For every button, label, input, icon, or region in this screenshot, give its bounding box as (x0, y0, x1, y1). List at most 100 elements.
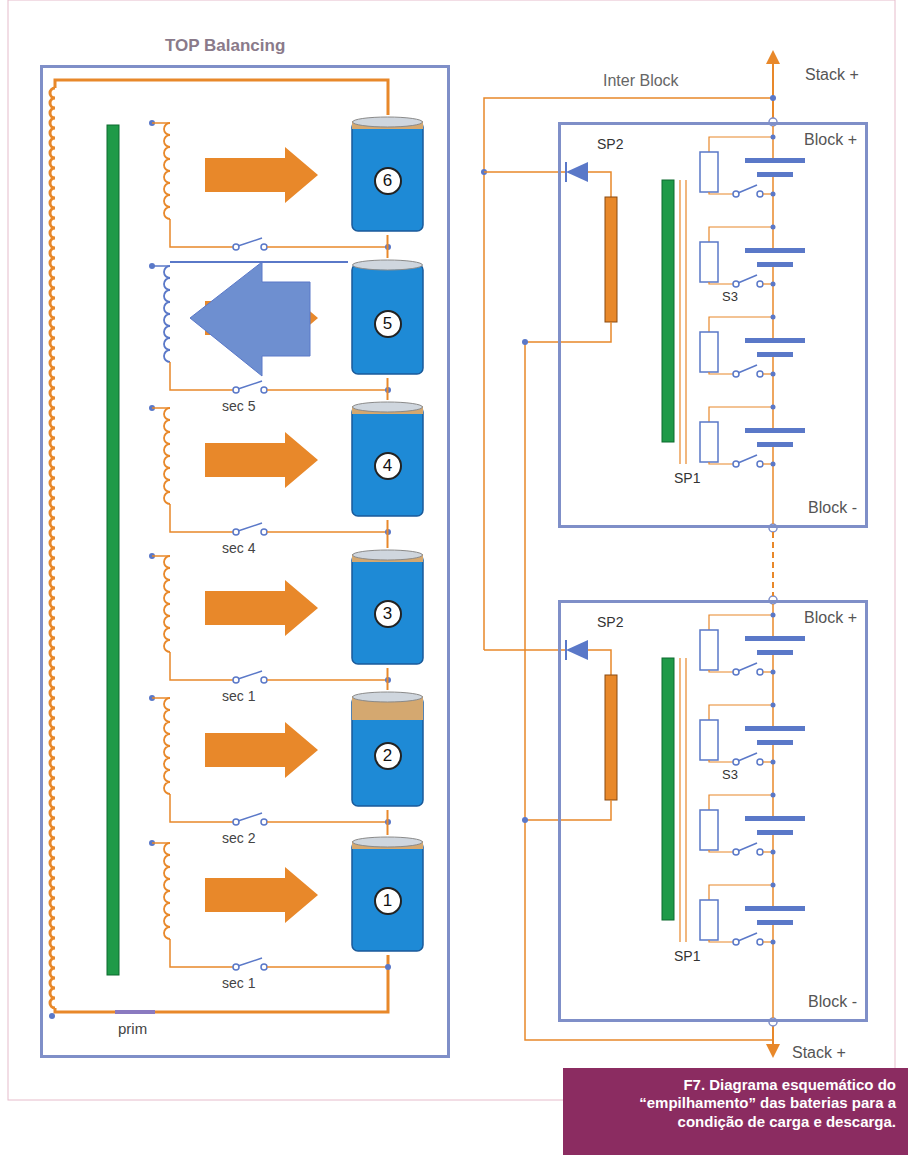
switch-lever (738, 275, 757, 283)
primary-winding (50, 88, 55, 1008)
switch-lever (738, 185, 757, 193)
resistor-lead (709, 670, 733, 672)
signal-label: SP2 (597, 136, 623, 152)
switch-lever (238, 238, 262, 246)
secondary-wire (170, 219, 233, 247)
switch-contact (757, 461, 763, 467)
resistor-lead (709, 192, 733, 194)
switch-contact (757, 939, 763, 945)
secondary-wire (680, 180, 686, 464)
switch-contact (233, 964, 239, 970)
callout-number: 4 (374, 452, 402, 480)
battery-plate (745, 726, 805, 731)
cell-wire (772, 267, 774, 338)
primary-terminal (115, 1010, 155, 1014)
secondary-wire (170, 362, 233, 390)
switch-contact (261, 677, 267, 683)
switch-contact (733, 371, 739, 377)
series-connector (387, 378, 389, 400)
figure-caption: F7. Diagrama esquemático do “empilhament… (563, 1068, 908, 1155)
signal-label: SP1 (674, 948, 700, 964)
signal-label: Stack + (792, 1044, 846, 1062)
signal-label: S3 (722, 768, 738, 783)
switch-contact (261, 387, 267, 393)
winding-label: sec 5 (222, 398, 255, 414)
winding-label: sec 4 (222, 540, 255, 556)
junction-dot (771, 405, 776, 410)
switch-contact (757, 191, 763, 197)
secondary-wire (170, 939, 233, 967)
switch-contact (733, 939, 739, 945)
resistor-symbol (700, 422, 718, 462)
primary-wire (55, 955, 388, 1012)
junction-dot (771, 282, 776, 287)
junction-dot (771, 703, 776, 708)
switch-lever (238, 523, 262, 531)
resistor-lead (709, 885, 773, 900)
junction-dot (771, 940, 776, 945)
battery-plate (757, 740, 793, 745)
battery-cell: 1 (350, 835, 425, 955)
cell-wire (772, 126, 774, 158)
signal-label: S3 (722, 290, 738, 305)
secondary-wire (170, 652, 233, 680)
junction-dot (771, 225, 776, 230)
battery-plate (745, 906, 805, 911)
resistor-lead (709, 850, 733, 852)
battery-plate (757, 830, 793, 835)
terminal-label: Block - (808, 499, 857, 517)
junction-dot (771, 462, 776, 467)
junction-dot (771, 670, 776, 675)
switch-lever (738, 365, 757, 373)
battery-block: Block +Block - (558, 600, 868, 1022)
resistor-symbol (700, 242, 718, 282)
junction-dot (771, 793, 776, 798)
secondary-winding (164, 698, 170, 794)
cell-wire (772, 357, 774, 428)
energy-arrow (205, 867, 318, 923)
battery-plate (745, 816, 805, 821)
cell-top (353, 550, 423, 560)
junction-dot (771, 760, 776, 765)
diode-wire (588, 650, 611, 675)
secondary-winding (164, 843, 170, 939)
balancing-box: TOP Balancing654321 (40, 65, 450, 1058)
energy-arrow (205, 722, 318, 778)
cell-wire (772, 177, 774, 248)
stack-arrowhead (766, 50, 780, 64)
resistor-lead (709, 940, 733, 942)
stack-arrowhead (766, 1044, 780, 1058)
cell-wire (772, 655, 774, 726)
winding-label: sec 1 (222, 975, 255, 991)
junction-dot (522, 339, 528, 345)
battery-plate (757, 352, 793, 357)
resistor-lead (709, 705, 773, 720)
terminal-label: Block + (804, 609, 857, 627)
switch-contact (233, 819, 239, 825)
switch-contact (233, 529, 239, 535)
resistor-lead (709, 317, 773, 332)
cell-body (352, 264, 423, 374)
battery-plate (745, 158, 805, 163)
switch-lever (238, 958, 262, 966)
cell-wire (772, 835, 774, 906)
switch-contact (757, 371, 763, 377)
battery-cell: 3 (350, 548, 425, 668)
junction-dot (771, 192, 776, 197)
transformer-core (662, 658, 674, 920)
cell-top (353, 692, 423, 702)
page-frame (8, 0, 895, 1100)
switch-lever (738, 663, 757, 671)
junction-dot (771, 883, 776, 888)
switch-contact (261, 819, 267, 825)
series-connector (387, 810, 389, 835)
battery-cell: 5 (350, 258, 425, 378)
primary-winding (605, 197, 617, 322)
transformer-core (107, 125, 119, 975)
junction-dot (770, 95, 776, 101)
return-wire (525, 800, 611, 820)
winding-label: sec 1 (222, 688, 255, 704)
resistor-lead (709, 372, 733, 374)
cell-top (353, 402, 423, 412)
